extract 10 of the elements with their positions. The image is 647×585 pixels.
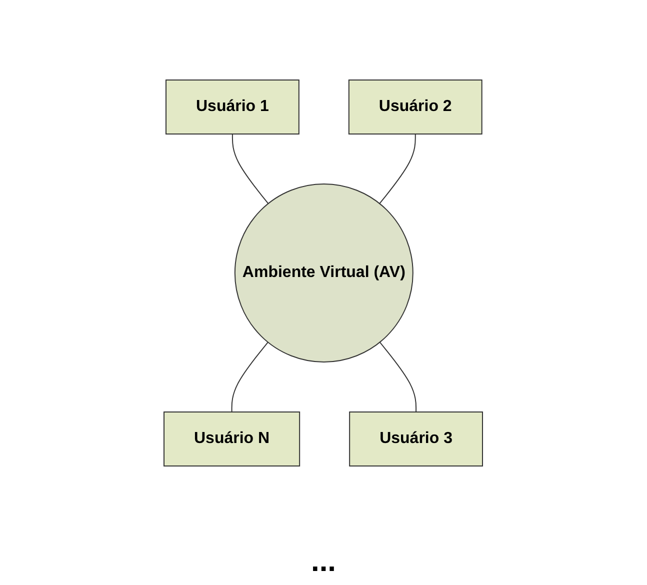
node-box: Usuário 1: [166, 79, 300, 134]
ellipsis-text: ...: [310, 545, 336, 578]
connector: [380, 341, 417, 412]
node-box: Usuário 2: [348, 79, 483, 134]
connector: [232, 133, 269, 204]
connector: [379, 133, 416, 204]
node-box: Usuário N: [164, 410, 300, 466]
node-box: Usuário 3: [349, 410, 484, 466]
connector: [232, 341, 269, 412]
node-circle: Ambiente Virtual (AV): [234, 183, 414, 362]
